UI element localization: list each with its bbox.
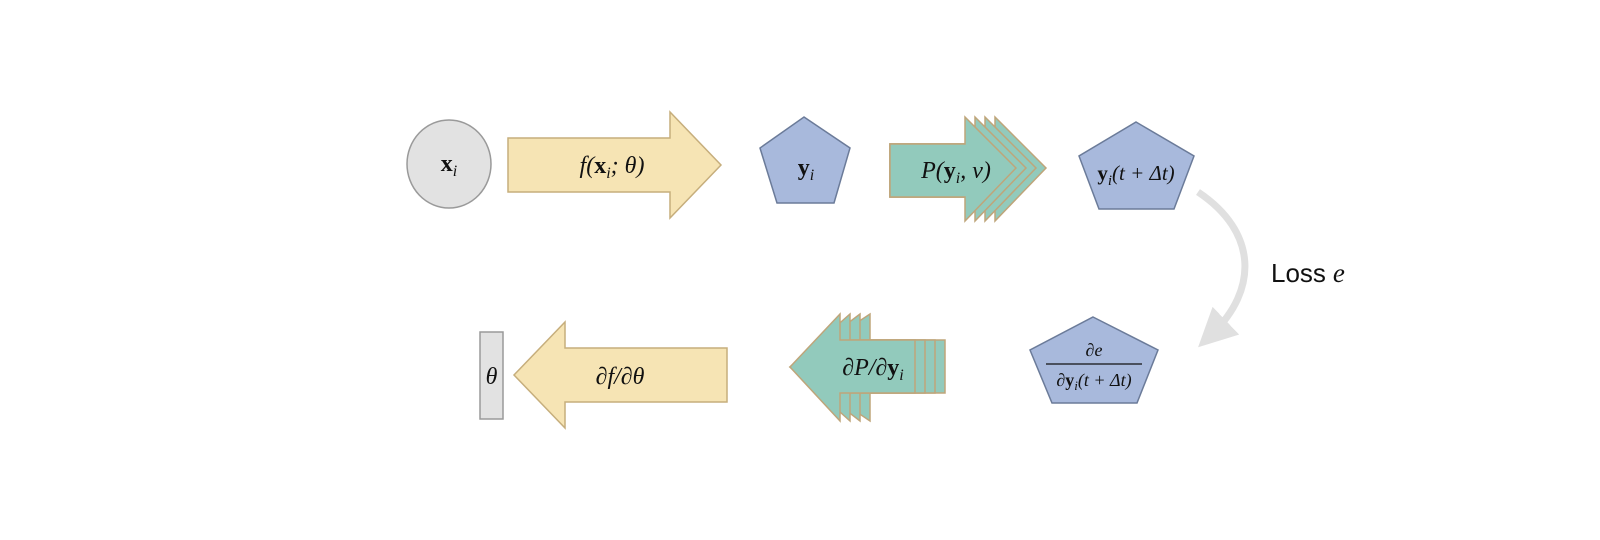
model-forward-label: f(xi; θ) [580, 153, 645, 182]
parameters-node: θ [479, 331, 504, 420]
loss-arrow [1196, 189, 1249, 348]
input-label: xi [441, 151, 457, 180]
output-label: yi [798, 155, 814, 184]
future-state-label: yi(t + Δt) [1097, 161, 1174, 189]
model-backward-label: ∂f/∂θ [596, 364, 645, 390]
loss-gradient-node: ∂e ∂yi(t + Δt) [1029, 316, 1159, 404]
future-state-node: yi(t + Δt) [1078, 121, 1195, 210]
physics-forward-label: P(yi, ν) [920, 158, 991, 187]
loss-gradient-denominator: ∂yi(t + Δt) [1056, 370, 1131, 393]
loss-gradient-numerator: ∂e [1086, 340, 1103, 360]
input-node: xi [406, 119, 492, 209]
parameters-label: θ [486, 364, 498, 390]
model-backward-arrow: ∂f/∂θ [512, 320, 728, 430]
output-node: yi [759, 116, 851, 204]
physics-backward-arrow: ∂P/∂yi [788, 312, 946, 423]
model-forward-arrow: f(xi; θ) [507, 110, 723, 220]
physics-backward-label: ∂P/∂yi [842, 355, 904, 384]
physics-forward-arrow: P(yi, ν) [889, 115, 1048, 223]
